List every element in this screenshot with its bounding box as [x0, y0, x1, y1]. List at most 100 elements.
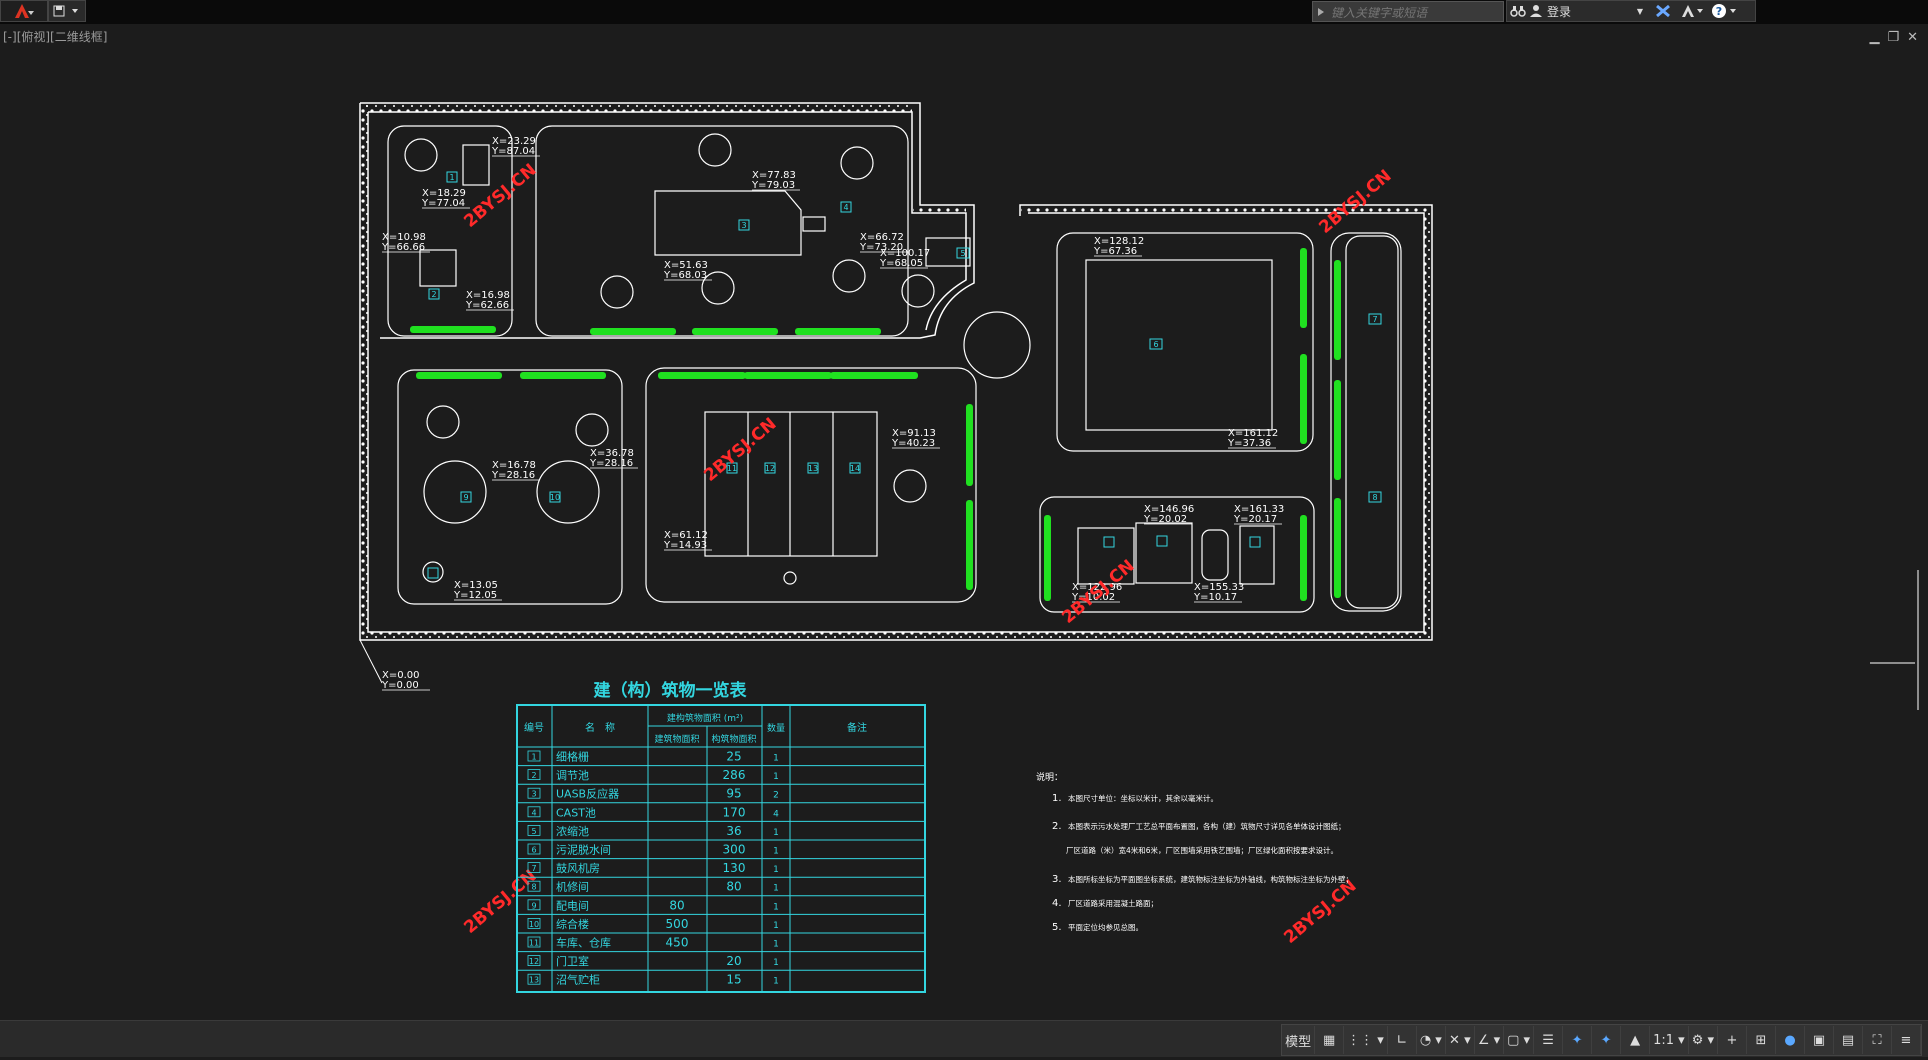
annotation-visibility-icon[interactable]: ✦ [1563, 1026, 1593, 1054]
header-area-group: 建构筑物面积 (m²) [667, 712, 743, 724]
coordinate-label: X=161.33Y=20.17 [1233, 504, 1284, 525]
coord-x: X=161.33 [1234, 504, 1284, 515]
row-qty: 1 [773, 958, 779, 968]
design-notes: 说明：1.本图尺寸单位：坐标以米计，其余以毫米计。2.本图表示污水处理厂工艺总平… [1036, 771, 1353, 933]
search-box[interactable] [1312, 1, 1504, 22]
coordinate-label: X=51.63Y=68.03 [663, 260, 712, 281]
close-icon[interactable]: ✕ [1907, 30, 1918, 45]
row-name: 沼气贮柜 [556, 973, 600, 987]
row-no: 13 [529, 976, 539, 985]
annotation-scale-icon[interactable]: ▲ [1621, 1026, 1651, 1054]
row-name: 浓缩池 [556, 825, 589, 838]
object-snap-tracking-icon[interactable]: ∠ ▾ [1475, 1026, 1505, 1054]
isolate-objects-icon[interactable]: ● [1776, 1026, 1805, 1054]
row-name: 车库、仓库 [556, 936, 611, 950]
minimize-icon[interactable]: ▁ [1869, 30, 1880, 45]
coord-x: X=128.12 [1094, 236, 1144, 247]
coord-x: X=155.33 [1194, 582, 1244, 593]
site-blocks [387, 125, 1402, 613]
zoom-scale-label: 1:1 [1653, 1032, 1675, 1048]
coord-y: Y=28.16 [589, 458, 633, 469]
note-text: 平面定位均参见总图。 [1068, 922, 1143, 932]
row-no: 5 [531, 827, 536, 836]
row-no: 10 [529, 920, 539, 929]
coord-y: Y=10.02 [1071, 592, 1115, 603]
coord-y: Y=40.23 [891, 438, 935, 449]
coord-x: X=13.05 [454, 580, 498, 591]
building-tag: 11 [727, 464, 737, 473]
clean-screen-icon[interactable]: ▤ [1834, 1026, 1863, 1054]
exchange-apps-icon[interactable] [1649, 1, 1677, 21]
plus-icon[interactable]: + [1718, 1026, 1747, 1054]
row-qty: 2 [773, 791, 779, 801]
viewport-label[interactable]: [-][俯视][二维线框] [3, 30, 108, 44]
note-text: 本图表示污水处理厂工艺总平面布置图，各构（建）筑物尺寸详见各单体设计图纸； [1068, 821, 1346, 831]
polar-tracking-icon[interactable]: ◔ ▾ [1417, 1026, 1446, 1054]
search-input[interactable] [1329, 3, 1503, 22]
coord-x: X=91.13 [892, 428, 936, 439]
gravel-border [361, 104, 1432, 640]
coord-x: X=18.29 [422, 188, 466, 199]
object-snap-icon[interactable]: ▢ ▾ [1504, 1026, 1535, 1054]
login-button[interactable]: 登录 ▼ [1529, 1, 1649, 21]
row-structure-area: 300 [723, 843, 746, 857]
coordinate-label: X=161.12Y=37.36 [1227, 428, 1278, 449]
trees [404, 133, 935, 503]
note-text: 本图所标坐标为平面图坐标系统，建筑物标注坐标为外轴线，构筑物标注坐标为外壁； [1068, 874, 1353, 884]
row-structure-area: 170 [723, 805, 746, 819]
ortho-icon[interactable]: ∟ [1388, 1026, 1417, 1054]
isodraft-icon[interactable]: ✕ ▾ [1446, 1026, 1475, 1054]
autodesk-a360-icon[interactable] [1677, 1, 1707, 21]
account-controls: 登录 ▼ ? [1506, 0, 1756, 22]
workspace-gear-icon[interactable]: ⚙ ▾ [1689, 1026, 1718, 1054]
building-table: 建（构）筑物一览表 编号名 称建构筑物面积 (m²)建筑物面积构筑物面积数量备注… [516, 680, 926, 993]
drawing-canvas[interactable]: X=23.29Y=87.04X=18.29Y=77.04X=10.98Y=66.… [0, 0, 1928, 1020]
application-menu-button[interactable] [0, 0, 48, 22]
coordinate-label: X=36.78Y=28.16 [589, 448, 638, 469]
fullscreen-icon[interactable]: ⛶ [1863, 1026, 1892, 1054]
row-structure-area: 20 [726, 954, 741, 968]
coord-y: Y=87.04 [491, 146, 535, 157]
user-icon [1530, 5, 1542, 17]
coordinate-label: X=23.29Y=87.04 [491, 136, 540, 157]
row-qty: 4 [773, 809, 779, 819]
coord-y: Y=68.03 [663, 270, 707, 281]
coord-x: X=146.96 [1144, 504, 1194, 515]
units-icon[interactable]: ⊞ [1747, 1026, 1776, 1054]
coord-y: Y=10.17 [1193, 592, 1237, 603]
hardware-acceleration-icon[interactable]: ▣ [1805, 1026, 1834, 1054]
row-name: 机修间 [556, 880, 589, 894]
help-button[interactable]: ? [1707, 1, 1743, 21]
quick-access-button[interactable] [48, 0, 86, 22]
row-no: 7 [531, 864, 536, 873]
row-no: 9 [531, 901, 536, 910]
coordinate-label: X=146.96Y=20.02 [1143, 504, 1194, 525]
row-name: 污泥脱水间 [556, 843, 611, 857]
row-structure-area: 130 [723, 861, 746, 875]
row-no: 1 [531, 753, 536, 762]
customization-menu-icon[interactable]: ≡ [1892, 1026, 1921, 1054]
row-no: 2 [531, 771, 536, 780]
restore-icon[interactable]: ❐ [1887, 30, 1900, 45]
model-space-button[interactable]: 模型 [1282, 1026, 1316, 1054]
row-name: 调节池 [556, 769, 589, 782]
auto-scale-icon[interactable]: ✦ [1592, 1026, 1622, 1054]
green-belts [410, 248, 1341, 601]
row-building-area: 80 [669, 898, 684, 912]
building-tag: 7 [1372, 315, 1377, 324]
note-item: 厂区道路（米）宽4米和6米，厂区围墙采用铁艺围墙；厂区绿化面积按要求设计。 [1066, 845, 1338, 855]
coord-x: X=23.29 [492, 136, 536, 147]
autocad-logo-icon [15, 4, 34, 18]
header-name: 名 称 [585, 721, 615, 734]
lineweight-icon[interactable]: ☰ [1534, 1026, 1564, 1054]
grid-icon[interactable]: ▦ [1315, 1026, 1345, 1054]
row-structure-area: 80 [726, 880, 741, 894]
binoculars-icon[interactable] [1507, 1, 1529, 21]
zoom-scale-button[interactable]: 1:1 ▾ [1650, 1026, 1689, 1054]
snap-icon[interactable]: ⋮⋮ ▾ [1344, 1026, 1388, 1054]
coord-y: Y=12.05 [453, 590, 497, 601]
note-text: 本图尺寸单位：坐标以米计，其余以毫米计。 [1068, 793, 1218, 803]
